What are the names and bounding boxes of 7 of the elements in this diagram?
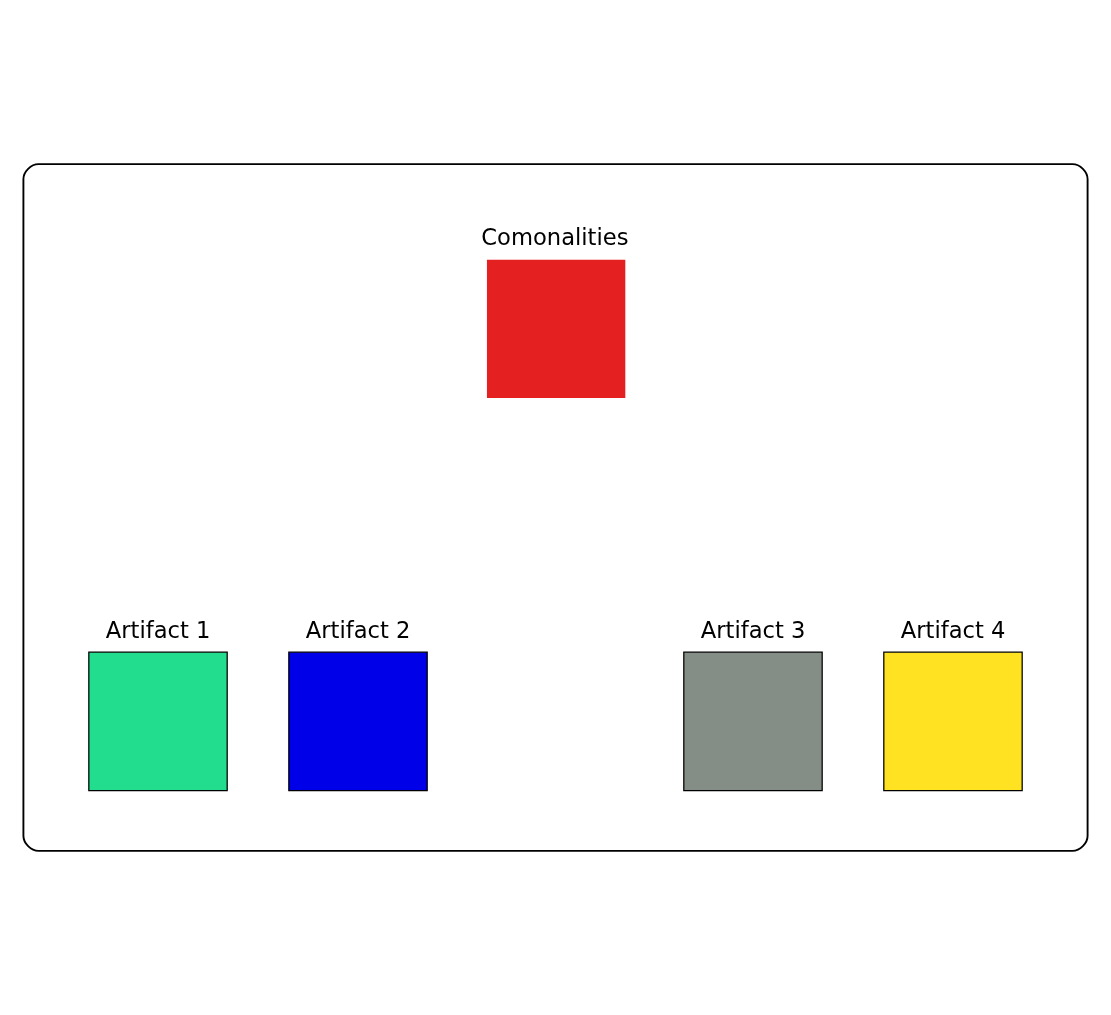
node-box [486, 259, 626, 399]
node-label: Artifact 2 [305, 616, 411, 643]
cluster [22, 163, 1089, 852]
node-label: Comonalities [481, 224, 629, 251]
node-label: Artifact 1 [105, 616, 211, 643]
node-label: Artifact 3 [700, 616, 806, 643]
node-label: Artifact 4 [900, 616, 1006, 643]
